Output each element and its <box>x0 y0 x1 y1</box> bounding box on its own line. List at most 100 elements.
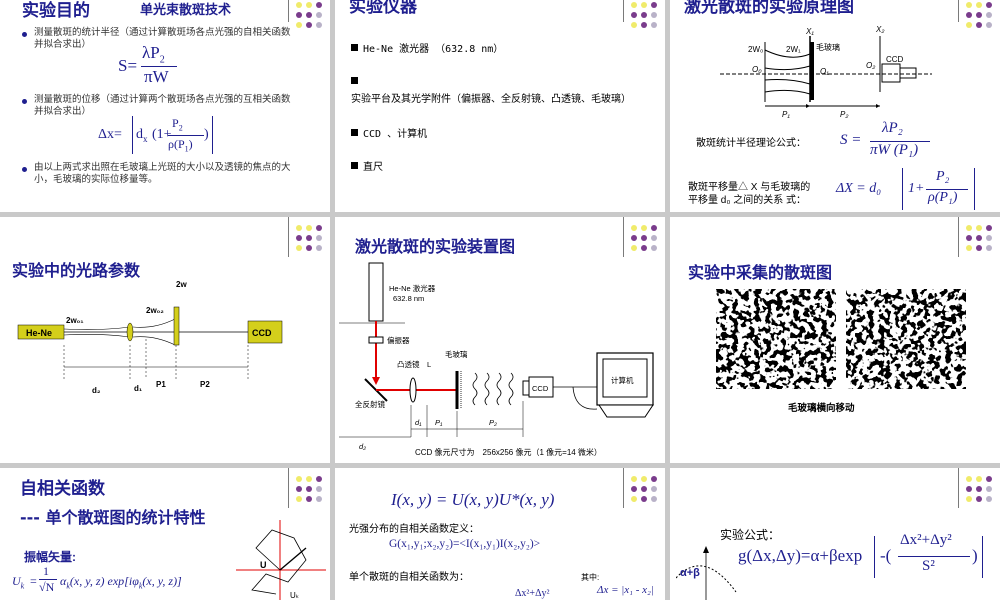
slide-title: 激光散斑的实验原理图 <box>684 0 854 17</box>
list-item-label: 直尺 <box>363 162 383 173</box>
formula-d: dx <box>136 127 148 144</box>
slide-title: 实验中的光路参数 <box>12 261 141 280</box>
list-item-label: CCD 、计算机 <box>363 129 428 140</box>
decorative-dots-icon <box>966 0 1000 34</box>
dot-icon <box>986 496 992 502</box>
slide-6[interactable]: 实验中采集的散斑图 毛玻璃横向移动 <box>670 217 1000 463</box>
setup-caption: CCD 像元尺寸为 256x256 像元（1 像元=14 微米） <box>415 448 602 457</box>
formula-lhs: g(Δx,Δy)=α+βexp <box>738 546 863 565</box>
divider-line <box>288 468 289 508</box>
dot-icon <box>986 486 992 492</box>
formula-num: P₂ <box>936 169 950 184</box>
dot-icon <box>976 2 982 8</box>
phasor-diagram: U Uₖ <box>236 520 326 600</box>
formula-den-text: ρ(P <box>168 137 185 151</box>
dot-icon <box>296 225 302 231</box>
formula-open: -( <box>880 546 892 565</box>
divider-line <box>958 217 959 257</box>
bracket-bar <box>212 116 213 154</box>
slide-8[interactable]: I(x, y) = U(x, y)U*(x, y) 光强分布的自相关函数定义： … <box>335 468 665 600</box>
ccd-label: CCD <box>252 328 272 338</box>
formula-label: 实验公式： <box>720 528 781 542</box>
dot-icon <box>316 2 322 8</box>
formula-close: ) <box>204 127 209 142</box>
list-item: He-Ne 激光器 （632.8 nm） <box>351 40 641 55</box>
label-w: 2w <box>176 280 187 289</box>
bracket-bar <box>902 168 903 210</box>
formula-lhs: S = <box>840 132 862 148</box>
label-p2: P₂ <box>489 418 497 427</box>
formula-bracket-sub: k <box>138 581 143 591</box>
dot-icon <box>631 225 637 231</box>
speckle-image-right <box>846 289 966 389</box>
slide-7[interactable]: 自相关函数 --- 单个散斑图的统计特性 振幅矢量: Uk = 1 √N αk(… <box>0 468 330 600</box>
fraction-bar <box>870 141 930 142</box>
dot-icon <box>641 496 647 502</box>
dot-icon <box>296 12 302 18</box>
dot-icon <box>306 486 312 492</box>
divider-line <box>623 468 624 508</box>
formula-label: 平移量 d₀ 之间的关系 式： <box>688 195 807 206</box>
decorative-dots-icon <box>631 0 665 34</box>
dot-icon <box>631 486 637 492</box>
dot-icon <box>651 476 657 482</box>
mirror-label: 全反射镜 <box>355 399 385 409</box>
formula-dx: Δx= dx (1+ P2 ρ(P1) ) <box>98 116 238 158</box>
dot-icon <box>966 12 972 18</box>
formula-d-sub: x <box>143 133 148 144</box>
dot-icon <box>641 245 647 251</box>
fraction-bar <box>141 66 177 67</box>
dot-icon <box>966 496 972 502</box>
list-item-label: 实验平台及其光学附件（偏振器、全反射镜、凸透镜、毛玻璃） <box>351 94 631 105</box>
formula-open: (1+ <box>152 127 172 142</box>
dot-icon <box>966 2 972 8</box>
dot-icon <box>631 235 637 241</box>
dot-icon <box>316 486 322 492</box>
partial-formula: Δx²+Δy² <box>515 588 550 599</box>
slide-title: 激光散斑的实验装置图 <box>355 237 516 256</box>
laser-label: He-Ne 激光器 <box>389 283 436 293</box>
formula-den: πW <box>144 67 169 86</box>
lens-label: 凸透镜 <box>397 359 420 369</box>
slide-2[interactable]: 实验仪器 He-Ne 激光器 （632.8 nm） 实验平台及其光学附件（偏振器… <box>335 0 665 212</box>
formula-lhs: Uk <box>12 574 24 590</box>
uk-label: Uₖ <box>290 591 299 600</box>
autocorr-def-formula: G(x₁,y₁;x₂,y₂)=<I(x₁,y₁)I(x₂,y₂)> <box>389 538 541 550</box>
slide-9[interactable]: 实验公式： g(Δx,Δy)=α+βexp -( Δx²+Δy² S² ) α+… <box>670 468 1000 600</box>
bullet-icon <box>22 99 27 104</box>
fit-curve-plot: α+β <box>676 546 737 600</box>
dot-icon <box>986 225 992 231</box>
dot-icon <box>986 22 992 28</box>
dx-formula: Δx = |x₁ - x₂| <box>597 584 654 596</box>
formula-den-sub: 1 <box>184 144 189 154</box>
dot-icon <box>641 12 647 18</box>
dot-icon <box>966 22 972 28</box>
formula-rest-args: (x, y, z) exp <box>69 574 125 588</box>
formula-den: πW (P₁) <box>870 142 919 158</box>
formula-d-text: d <box>136 127 143 142</box>
ccd-label: CCD <box>532 384 549 393</box>
slide-1[interactable]: 实验目的 单光束散斑技术 测量散斑的统计半径（通过计算散斑场各点光强的自相关函数… <box>0 0 330 212</box>
dot-icon <box>651 235 657 241</box>
formula-num-text: λP <box>142 43 160 62</box>
slide-3[interactable]: 激光散斑的实验原理图 X₁ X₂ 2W₀ 2W₁ 毛玻璃 O₀ O₁ O₂ CC… <box>670 0 1000 212</box>
dot-icon <box>966 235 972 241</box>
dot-icon <box>976 235 982 241</box>
fraction-bar <box>898 556 970 557</box>
list-item: 直尺 <box>351 158 641 173</box>
dot-icon <box>976 476 982 482</box>
dot-icon <box>296 22 302 28</box>
slide-5[interactable]: 激光散斑的实验装置图 He-Ne 激光器 632.8 nm 偏振器 凸透镜 L … <box>335 217 665 463</box>
formula-den: √N <box>39 580 55 594</box>
label-p1: P₁ <box>782 110 790 119</box>
dot-icon <box>651 496 657 502</box>
slide-4[interactable]: 实验中的光路参数 He-Ne CCD 2w₀₁ 2w₀₂ 2w d₂ d₁ P1… <box>0 217 330 463</box>
label-w0: 2W₀ <box>748 45 763 54</box>
fraction-bar <box>39 579 57 580</box>
label-d1: d₁ <box>134 384 143 393</box>
slide-subtitle: 单光束散斑技术 <box>140 3 232 18</box>
dot-icon <box>976 496 982 502</box>
bullet-icon <box>22 167 27 172</box>
label-p2: P₂ <box>840 110 848 119</box>
formula-den: ρ(P₁) <box>928 190 958 205</box>
